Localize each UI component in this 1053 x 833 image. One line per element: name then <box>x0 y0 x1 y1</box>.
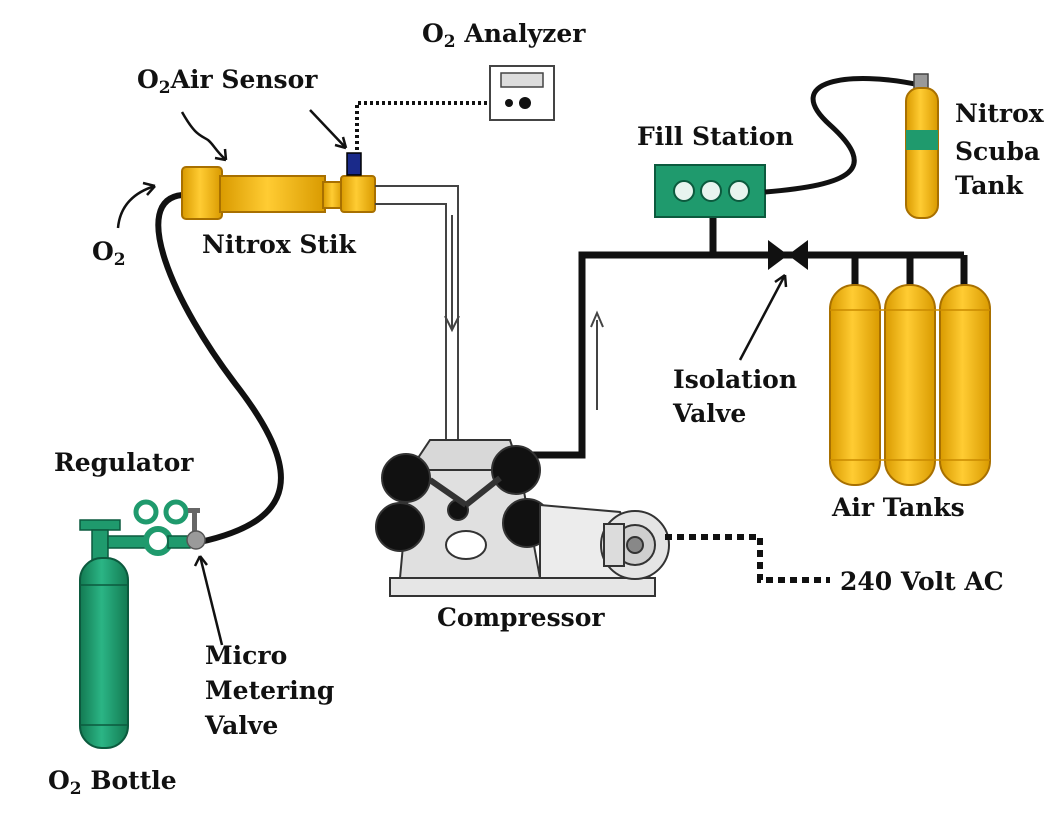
o2-subscript: 2 <box>443 32 456 52</box>
micro-metering-valve <box>186 508 206 550</box>
air-tanks-label: Air Tanks <box>832 493 965 522</box>
nitrox-scuba-tank-label-line3: Tank <box>955 171 1023 200</box>
nitrox-stik-label: Nitrox Stik <box>202 230 356 259</box>
o2-subscript: 2 <box>113 250 126 270</box>
o2-symbol: O <box>137 65 159 94</box>
o2-analyzer <box>489 65 555 121</box>
fill-station-panel <box>654 164 766 218</box>
fill-whip-hose <box>764 76 921 195</box>
enriched-air-intake-pipe <box>375 185 460 440</box>
air-sensor-text: Air Sensor <box>170 65 318 94</box>
power-supply-label: 240 Volt AC <box>840 567 1004 596</box>
power-cable <box>665 534 830 583</box>
o2-air-sensor <box>346 152 362 176</box>
outflow-arrow <box>590 310 604 410</box>
isolation-valve-pointer <box>738 273 788 361</box>
o2-analyzer-label: O2 Analyzer <box>422 17 585 59</box>
analyzer-signal-cable <box>355 101 490 150</box>
analyzer-text: Analyzer <box>464 19 586 48</box>
sensor-pointer-arrow <box>309 109 348 150</box>
nitrox-scuba-tank-label-line1: Nitrox <box>955 99 1044 128</box>
o2-subscript: 2 <box>158 78 171 98</box>
o2-bottle-label: O2 Bottle <box>48 764 177 806</box>
oxygen-hose <box>155 192 284 545</box>
metering-valve-pointer <box>193 555 224 646</box>
micro-metering-valve-label-line1: Micro <box>205 641 288 670</box>
nitrox-scuba-tank-label-line2: Scuba <box>955 137 1041 166</box>
air-tank-bank <box>829 284 991 486</box>
o2-symbol: O <box>92 237 114 266</box>
o2-air-sensor-pointer <box>180 111 228 162</box>
regulator-label: Regulator <box>54 448 194 477</box>
compressor-unit <box>375 439 670 597</box>
o2-air-sensor-label: O2Air Sensor <box>137 63 317 105</box>
o2-bottle <box>79 519 129 749</box>
oxygen-inflow-arrow <box>116 181 156 229</box>
micro-metering-valve-label-line3: Valve <box>205 711 279 740</box>
o2-symbol: O <box>422 19 444 48</box>
micro-metering-valve-label-line2: Metering <box>205 676 335 705</box>
isolation-valve-symbol <box>768 240 808 270</box>
nitrox-scuba-tank <box>905 73 939 219</box>
o2-subscript: 2 <box>69 779 82 799</box>
nitrox-stik <box>181 166 376 220</box>
o2-symbol: O <box>48 766 70 795</box>
compressor-label: Compressor <box>437 603 605 632</box>
bottle-text: Bottle <box>90 766 177 795</box>
isolation-valve-label-line1: Isolation <box>673 365 798 394</box>
o2-regulator <box>107 499 191 556</box>
o2-inflow-label: O2 <box>92 235 126 277</box>
isolation-valve-label-line2: Valve <box>673 399 747 428</box>
fill-station-label: Fill Station <box>637 122 794 151</box>
